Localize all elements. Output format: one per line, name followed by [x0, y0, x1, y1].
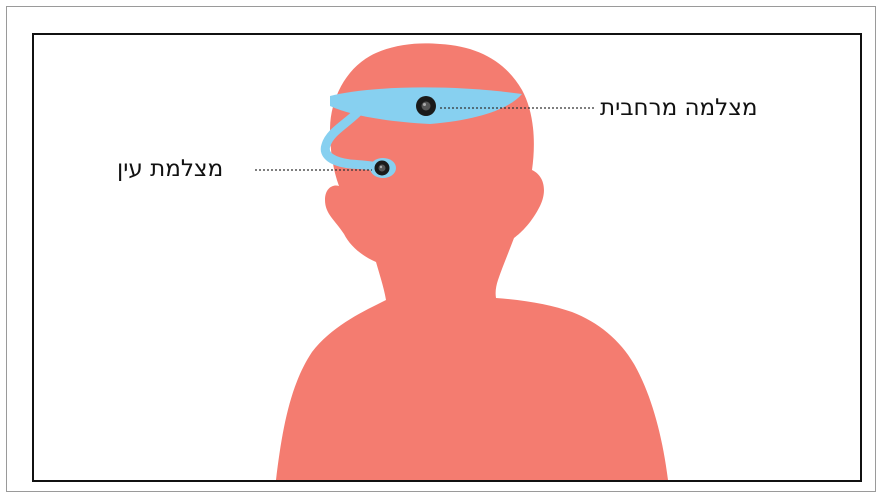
eye-camera-label: מצלמת עין [117, 158, 223, 181]
camera-lens-icon [416, 96, 436, 116]
wide-camera-label: מצלמה מרחבית [600, 97, 758, 120]
camera-lens-icon [375, 161, 390, 176]
